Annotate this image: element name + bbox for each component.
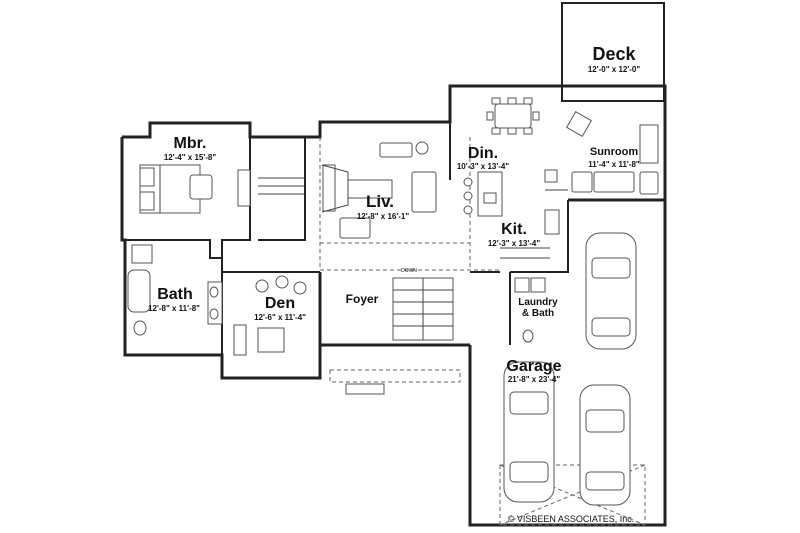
sunroom-dimensions: 11'-4" x 11'-8" <box>588 160 640 169</box>
stair-down-label: DOWN <box>401 268 417 274</box>
kitchen-island <box>463 169 568 259</box>
kit-dimensions: 12'-3" x 13'-4" <box>488 239 541 248</box>
laundry-fixtures <box>514 277 546 343</box>
den-furniture <box>233 275 307 356</box>
bath-dimensions: 12'-8" x 11'-8" <box>148 304 200 313</box>
din-label: Din. <box>468 145 498 162</box>
dining-table <box>486 97 540 135</box>
closet-shelving <box>258 177 305 195</box>
garage-car-3 <box>579 384 631 506</box>
living-furniture <box>321 141 437 239</box>
liv-label: Liv. <box>366 192 394 211</box>
laundry-label-line2: & Bath <box>522 308 554 319</box>
den-dimensions: 12'-6" x 11'-4" <box>254 313 306 322</box>
garage-car-1 <box>585 232 637 350</box>
mbr-dimensions: 12'-4" x 15'-8" <box>164 153 217 162</box>
deck-dimensions: 12'-0" x 12'-0" <box>588 65 641 74</box>
mbr-label: Mbr. <box>174 135 207 152</box>
liv-dimensions: 12'-8" x 16'-1" <box>357 212 410 221</box>
foyer-label: Foyer <box>346 292 379 306</box>
garage-dimensions: 21'-8" x 23'-4" <box>508 375 561 384</box>
din-dimensions: 10'-3" x 13'-4" <box>457 162 510 171</box>
laundry-label-line1: Laundry <box>518 297 558 308</box>
master-bed <box>139 164 251 214</box>
sunroom-furniture <box>566 111 659 195</box>
copyright-text: © VISBEEN ASSOCIATES, Inc. <box>508 514 635 524</box>
sunroom-label: Sunroom <box>590 146 638 158</box>
entry-step <box>345 383 385 395</box>
garage-car-2 <box>503 361 555 503</box>
bath-fixtures <box>127 244 223 336</box>
deck-area <box>561 2 665 102</box>
stairs <box>392 277 454 341</box>
kit-label: Kit. <box>501 221 527 238</box>
deck-label: Deck <box>592 44 636 64</box>
den-label: Den <box>265 295 295 312</box>
dashed-boundaries <box>319 137 646 526</box>
garage-label: Garage <box>506 358 561 375</box>
bath-label: Bath <box>157 286 193 303</box>
